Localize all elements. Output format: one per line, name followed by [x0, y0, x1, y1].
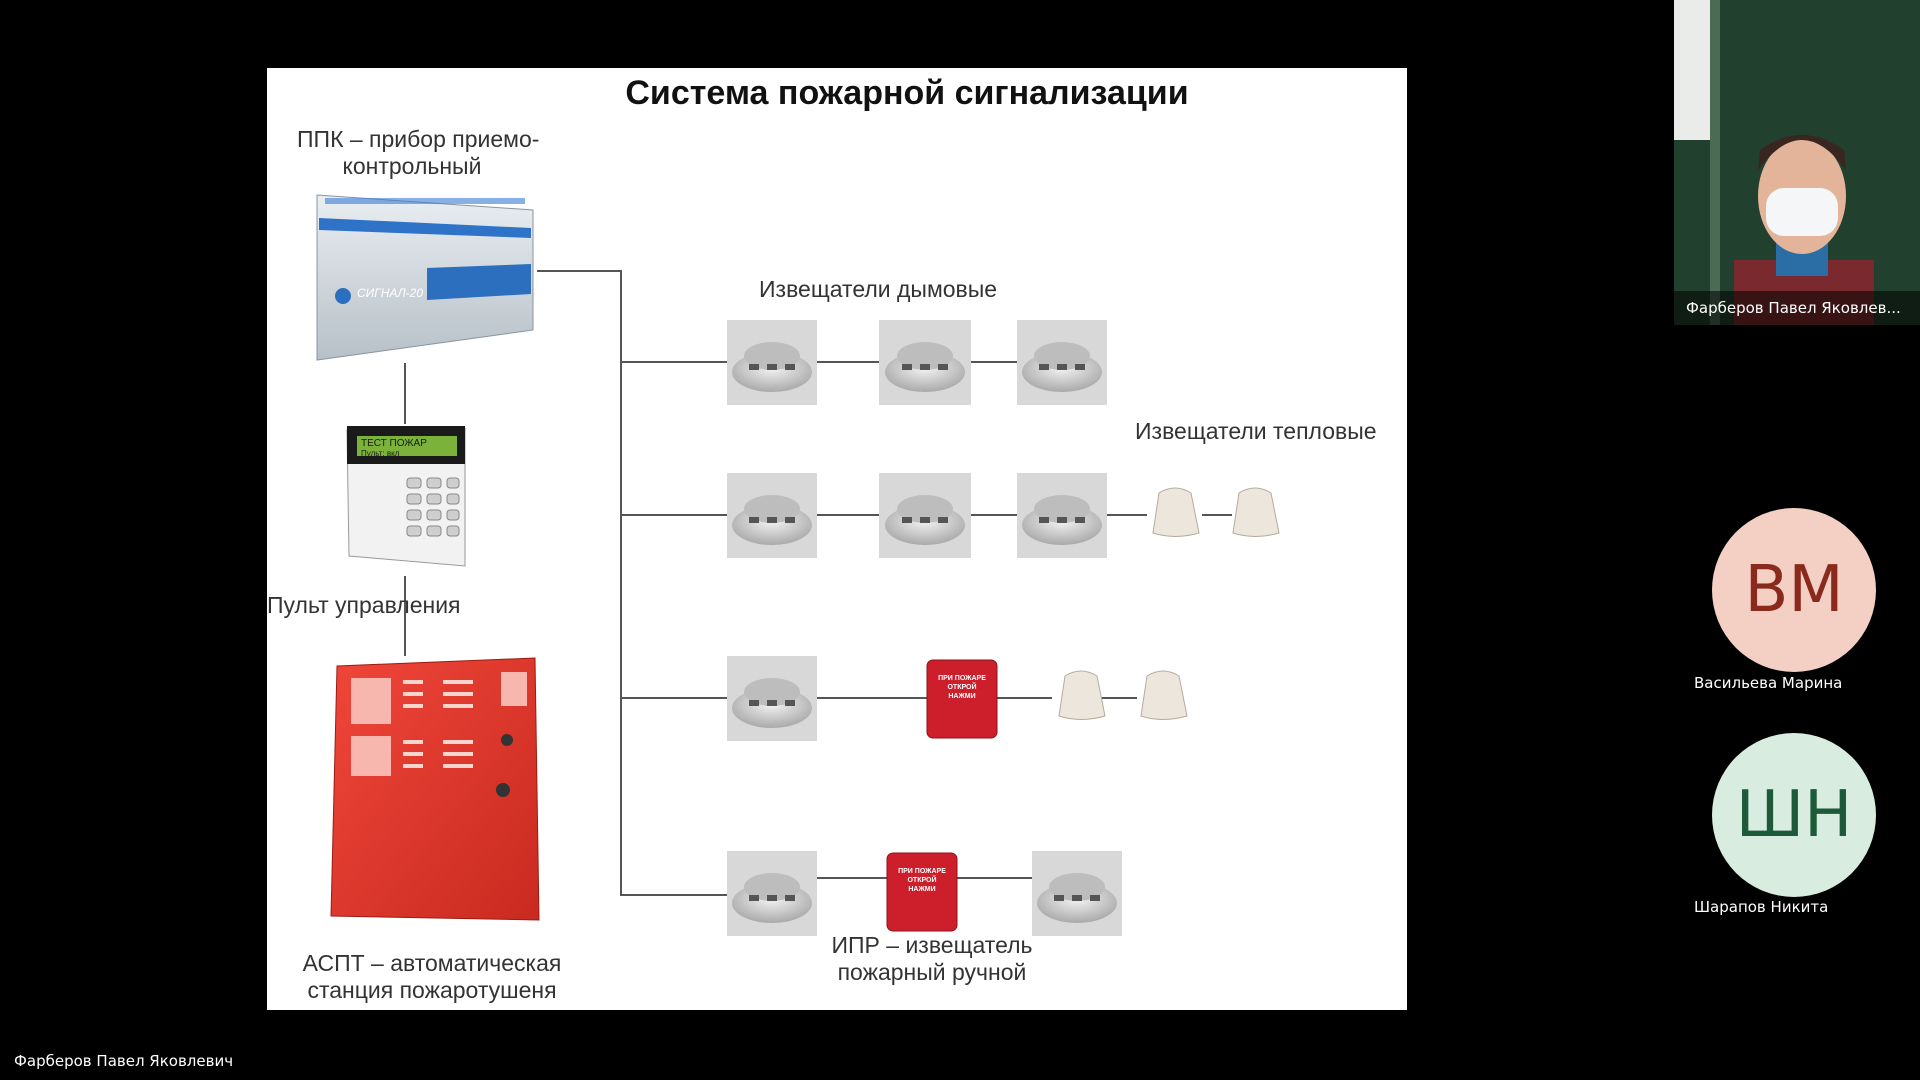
aspt-label: АСПТ – автоматическая станция пожаротуше…: [302, 950, 562, 1003]
wiring: [404, 270, 1232, 896]
participant-avatar-vm[interactable]: ВМ: [1712, 508, 1876, 672]
console-screen-line1: ТЕСТ ПОЖАР: [361, 438, 427, 449]
console-label: Пульт управления: [267, 592, 461, 618]
console-device: [346, 426, 466, 567]
heat-detectors-label: Извещатели тепловые: [1135, 418, 1377, 444]
ipr-device-text-a: ПРИ ПОЖАРЕ ОТКРОЙ НАЖМИ: [938, 675, 986, 700]
participant-video-tile[interactable]: Фарберов Павел Яковлев...: [1674, 0, 1920, 325]
participant-video: [1674, 0, 1920, 325]
ppk-label: ППК – прибор приемо- контрольный: [297, 126, 540, 179]
slide-title: Система пожарной сигнализации: [625, 74, 1189, 112]
smoke-detectors: [727, 320, 1122, 936]
ipr-device-text-b: ПРИ ПОЖАРЕ ОТКРОЙ НАЖМИ: [898, 868, 946, 893]
ppk-device-text: СИГНАЛ-20: [357, 286, 424, 300]
presenter-name: Фарберов Павел Яковлевич: [14, 1052, 234, 1070]
aspt-device: [330, 657, 540, 921]
shared-slide: Система пожарной сигнализации ППК – приб…: [267, 68, 1407, 1010]
participant-name-vm: Васильева Марина: [1694, 674, 1843, 692]
ipr-devices: [886, 659, 998, 932]
ipr-label: ИПР – извещатель пожарный ручной: [831, 932, 1033, 985]
heat-detectors: [1058, 487, 1280, 720]
ppk-device: [316, 194, 534, 361]
diagram-canvas: [316, 194, 1280, 936]
console-screen-line2: Пульт: вкл: [361, 449, 400, 458]
participant-name-shn: Шарапов Никита: [1694, 898, 1829, 916]
video-tile-name: Фарберов Павел Яковлев...: [1674, 291, 1920, 325]
smoke-detectors-label: Извещатели дымовые: [759, 276, 998, 302]
participant-avatar-shn[interactable]: ШН: [1712, 733, 1876, 897]
